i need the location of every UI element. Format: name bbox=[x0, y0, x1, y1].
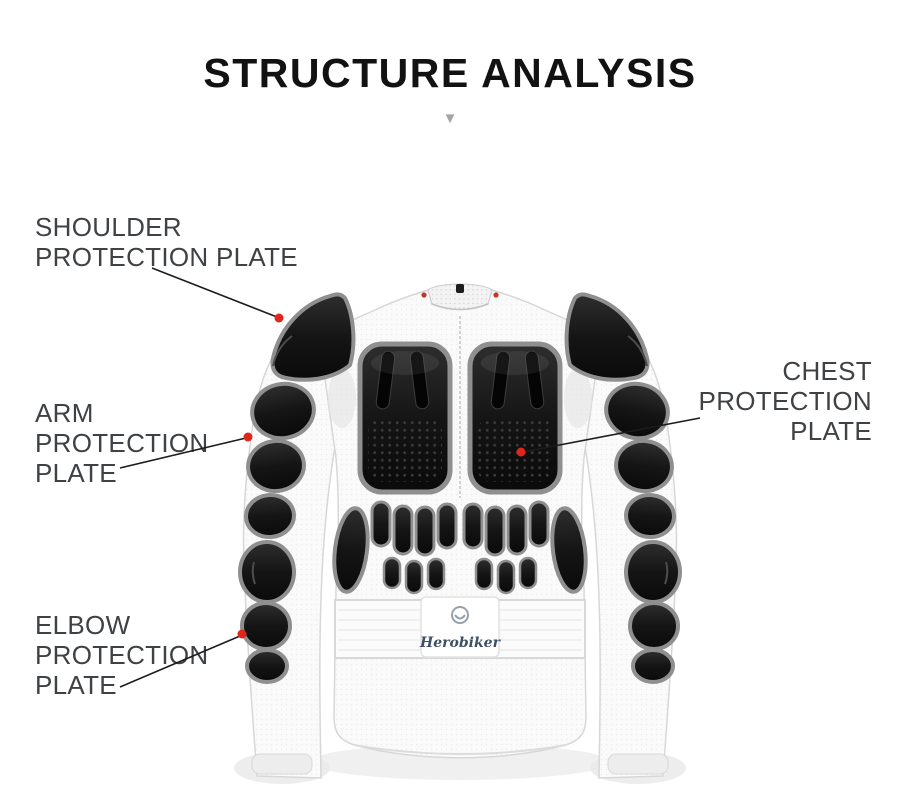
callout-text-line: PLATE bbox=[35, 670, 117, 701]
body-armor-product-image: Herobiker bbox=[234, 283, 686, 784]
armpit-shade bbox=[328, 368, 356, 428]
hem-edge bbox=[353, 744, 567, 755]
left-elbow-plate bbox=[238, 540, 296, 604]
down-arrow-icon: ▼ bbox=[442, 110, 458, 127]
callout-text-line: SHOULDER bbox=[35, 212, 182, 242]
brand-logo-text: Herobiker bbox=[419, 635, 502, 651]
callout-text-line: PROTECTION bbox=[698, 386, 872, 417]
right-shoulder-plate bbox=[564, 292, 650, 382]
armpit-shade bbox=[564, 368, 592, 428]
callout-chest-protection: CHEST PROTECTION PLATE bbox=[699, 356, 872, 446]
page-title: STRUCTURE ANALYSIS bbox=[203, 50, 697, 96]
brand-emblem-icon bbox=[454, 614, 466, 620]
callout-text-line: PROTECTION PLATE bbox=[35, 242, 298, 273]
right-elbow-plate bbox=[624, 540, 682, 604]
left-side-plate bbox=[332, 506, 370, 594]
lower-abdomen-pads bbox=[382, 556, 538, 595]
waist-belt: Herobiker bbox=[334, 596, 586, 659]
brand-emblem-icon bbox=[451, 606, 469, 624]
plate-highlight bbox=[251, 335, 293, 585]
callout-text-line: PLATE bbox=[35, 458, 117, 489]
left-arm-armor bbox=[238, 292, 356, 684]
chest-protection-plates bbox=[357, 341, 563, 495]
left-cuff bbox=[251, 753, 313, 775]
plate-highlight bbox=[627, 335, 669, 585]
callout-text-line: CHEST bbox=[782, 356, 872, 386]
abdomen-pads bbox=[370, 500, 550, 557]
brand-patch bbox=[420, 596, 500, 658]
callout-shoulder-protection: SHOULDER PROTECTION PLATE bbox=[35, 212, 298, 272]
left-shoulder-plate bbox=[270, 292, 356, 382]
collar bbox=[421, 283, 499, 311]
callout-text-line: ARM bbox=[35, 398, 94, 428]
right-side-plate bbox=[550, 506, 588, 594]
callout-text-line: PLATE bbox=[790, 416, 872, 447]
callout-text-line: ELBOW bbox=[35, 610, 131, 640]
right-cuff bbox=[607, 753, 669, 775]
